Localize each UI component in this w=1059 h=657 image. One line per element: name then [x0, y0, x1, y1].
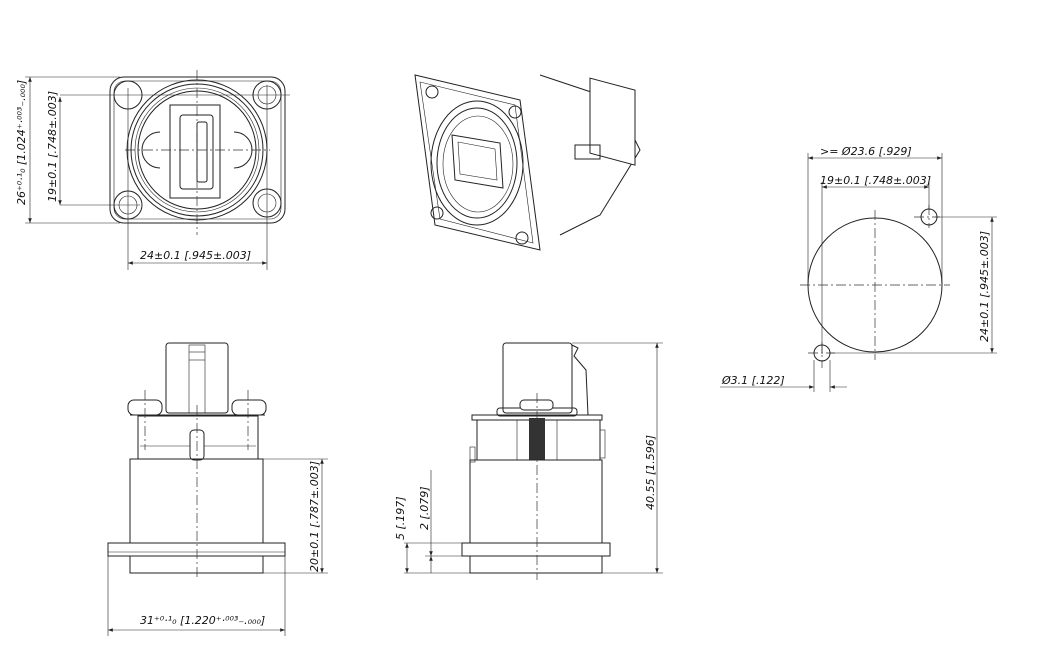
dim-body-height-label: 20±0.1 [.787±.003] — [308, 461, 321, 572]
dim-cutout-hole-vertical-label: 24±0.1 [.945±.003] — [978, 231, 991, 342]
dim-flange-thickness-label: 2 [.079] — [418, 486, 431, 530]
side-view-left: 20±0.1 [.787±.003] 31⁺⁰·¹₀ [1.220⁺·⁰⁰³₋.… — [107, 342, 328, 636]
dim-total-height-label: 40.55 [1.596] — [644, 435, 657, 510]
dim-cutout-diameter-label: >= Ø23.6 [.929] — [820, 145, 912, 158]
dim-height-label: 26⁺⁰·¹₀ [1.024⁺·⁰⁰³₋.₀₀₀] — [15, 80, 28, 205]
dim-hole-diameter-label: Ø3.1 [.122] — [721, 374, 785, 387]
dim-hole-horizontal-label: 24±0.1 [.945±.003] — [140, 249, 251, 262]
front-view: 26⁺⁰·¹₀ [1.024⁺·⁰⁰³₋.₀₀₀] 19±0.1 [.748±.… — [15, 70, 290, 270]
isometric-view — [414, 74, 641, 251]
dim-flange-offset-label: 5 [.197] — [394, 496, 407, 540]
dim-flange-width-label: 31⁺⁰·¹₀ [1.220⁺·⁰⁰³₋.₀₀₀] — [140, 614, 265, 627]
dim-hole-vertical-label: 19±0.1 [.748±.003] — [46, 91, 59, 202]
side-view-right: 40.55 [1.596] 5 [.197] 2 [.079] — [394, 342, 663, 580]
dim-cutout-hole-horizontal-label: 19±0.1 [.748±.003] — [820, 174, 931, 187]
panel-cutout-view: >= Ø23.6 [.929] 19±0.1 [.748±.003] 24±0.… — [720, 145, 997, 392]
